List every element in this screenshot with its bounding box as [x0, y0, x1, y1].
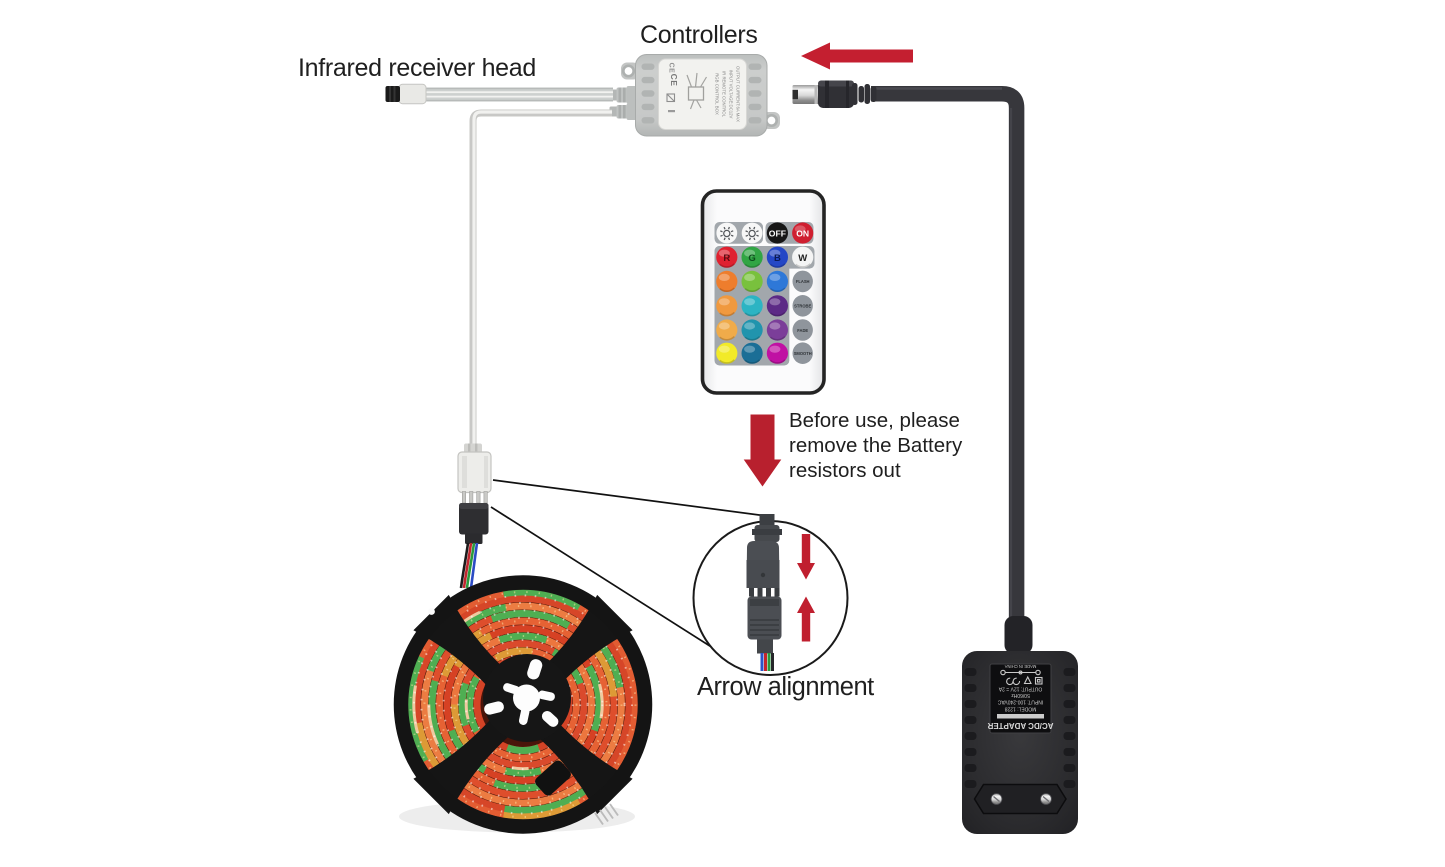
svg-text:Arrow alignment: Arrow alignment [697, 673, 874, 701]
svg-text:G: G [748, 253, 755, 264]
svg-text:remove the Battery: remove the Battery [789, 434, 963, 457]
svg-text:AC/DC ADAPTER: AC/DC ADAPTER [987, 721, 1053, 730]
svg-text:Infrared receiver head: Infrared receiver head [298, 54, 536, 82]
svg-text:R: R [723, 253, 730, 264]
svg-text:W: W [798, 253, 807, 264]
svg-text:INPUT VOLTAGE:DC12V: INPUT VOLTAGE:DC12V [729, 70, 734, 119]
svg-text:STROBE: STROBE [794, 304, 811, 309]
svg-text:resistors out: resistors out [789, 459, 901, 482]
svg-text:IR REMOTE CONTROL: IR REMOTE CONTROL [722, 71, 727, 118]
svg-text:OUTPUT CURRENT:6A MAX: OUTPUT CURRENT:6A MAX [736, 66, 741, 122]
svg-text:B: B [774, 253, 781, 264]
svg-text:MADE IN CHINA: MADE IN CHINA [1004, 664, 1036, 669]
svg-text:FADE: FADE [797, 328, 808, 333]
svg-text:CE: CE [668, 63, 675, 74]
svg-text:ON: ON [796, 228, 809, 238]
svg-text:FLASH: FLASH [796, 279, 810, 284]
svg-text:INPUT: 100-240VAC: INPUT: 100-240VAC [997, 699, 1043, 705]
svg-text:OFF: OFF [769, 228, 786, 238]
svg-text:Before use, please: Before use, please [789, 409, 960, 432]
svg-text:OUTPUT: 12V = 2A: OUTPUT: 12V = 2A [998, 686, 1042, 692]
svg-text:Controllers: Controllers [640, 21, 758, 49]
svg-text:CE: CE [669, 74, 679, 87]
svg-text:50/60Hz: 50/60Hz [1011, 692, 1030, 698]
svg-text:MODEL: 1228: MODEL: 1228 [1004, 706, 1036, 712]
svg-text:SMOOTH: SMOOTH [794, 351, 812, 356]
svg-text:RGB CONTROL BOX: RGB CONTROL BOX [715, 73, 720, 115]
